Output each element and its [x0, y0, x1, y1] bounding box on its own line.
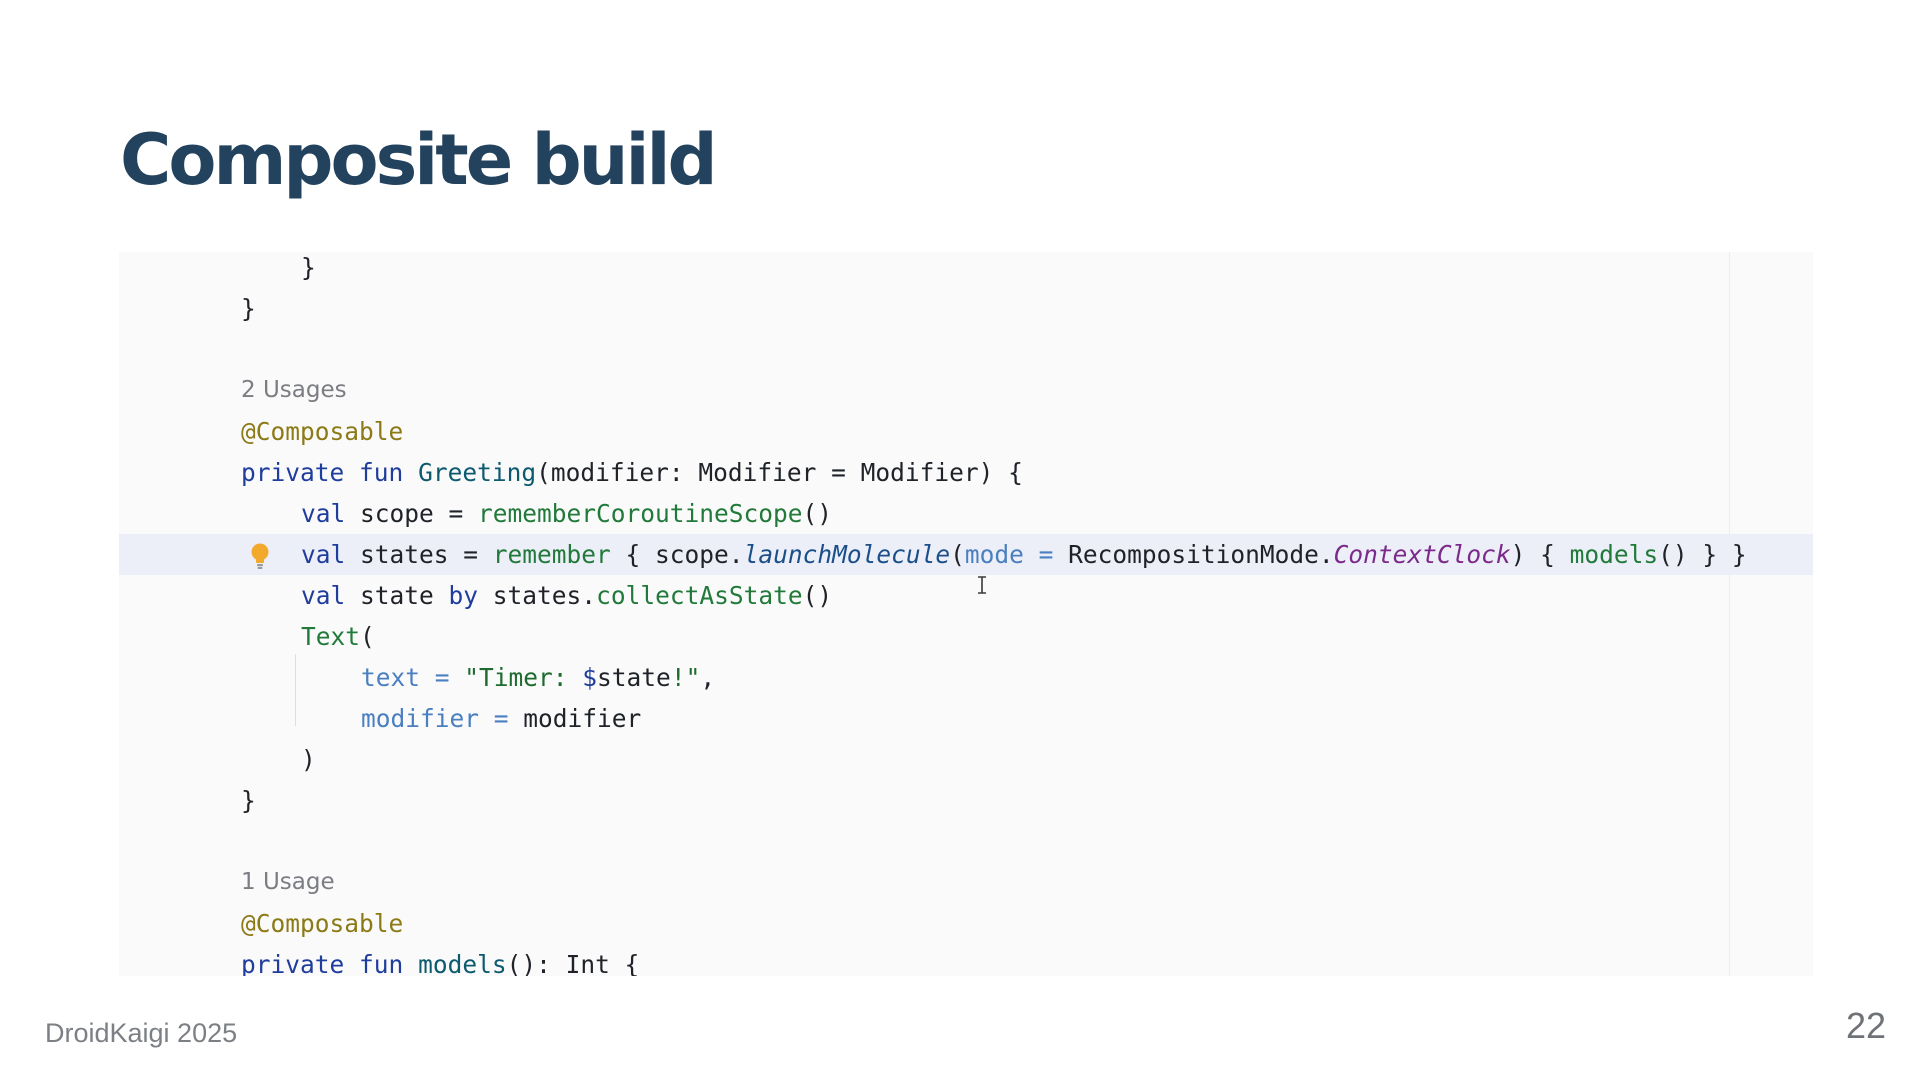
usages-hint[interactable]: 1 Usage: [241, 869, 335, 895]
code-line: }: [119, 252, 1813, 288]
template-sign: $: [582, 663, 598, 692]
code-text: RecompositionMode.: [1053, 540, 1334, 569]
closing-brace: }: [241, 294, 256, 323]
closing-brace: }: [301, 253, 316, 282]
indent-guide: [295, 654, 296, 726]
code-text: state: [345, 581, 449, 610]
code-text: (): [802, 499, 833, 528]
keyword: private: [241, 458, 345, 487]
named-argument: text =: [361, 663, 450, 692]
text-cursor-icon: [978, 576, 986, 594]
code-text: () } }: [1658, 540, 1747, 569]
footer-event-name: DroidKaigi 2025: [45, 1018, 238, 1048]
annotation: @Composable: [241, 909, 404, 938]
code-text: ) {: [1510, 540, 1570, 569]
code-line: }: [119, 288, 1813, 329]
function-call: Text: [301, 622, 361, 651]
function-call: rememberCoroutineScope: [478, 499, 803, 528]
closing-paren: ): [301, 745, 316, 774]
function-call: models: [1569, 540, 1659, 569]
code-line: val state by states.collectAsState(): [119, 575, 1813, 616]
code-text: modifier: [508, 704, 642, 733]
code-line: 1 Usage: [119, 862, 1813, 903]
code-line: modifier = modifier: [119, 698, 1813, 739]
named-argument: modifier =: [361, 704, 509, 733]
code-text: states.: [478, 581, 597, 610]
slide-title: Composite build: [120, 119, 718, 201]
page-number: 22: [1845, 1005, 1886, 1046]
code-text: scope =: [345, 499, 479, 528]
code-line: private fun Greeting(modifier: Modifier …: [119, 452, 1813, 493]
keyword: fun: [359, 458, 404, 487]
enum-constant: ContextClock: [1333, 540, 1511, 569]
function-name: models: [418, 950, 507, 976]
code-line: }: [119, 780, 1813, 821]
keyword: by: [448, 581, 479, 610]
usages-hint[interactable]: 2 Usages: [241, 377, 347, 403]
code-text: ,: [700, 663, 716, 692]
function-call: launchMolecule: [743, 540, 951, 569]
code-text: (modifier: Modifier = Modifier) {: [536, 458, 1023, 487]
code-line: @Composable: [119, 903, 1813, 944]
current-code-line: val states = remember { scope.launchMole…: [119, 534, 1813, 575]
code-text: states =: [345, 540, 493, 569]
code-line: val scope = rememberCoroutineScope(): [119, 493, 1813, 534]
named-argument: mode =: [964, 540, 1054, 569]
string-literal: !": [670, 663, 701, 692]
keyword: val: [301, 581, 346, 610]
code-text: state: [597, 663, 671, 692]
code-text: (): [802, 581, 833, 610]
annotation: @Composable: [241, 417, 404, 446]
code-line: Text(: [119, 616, 1813, 657]
keyword: val: [301, 540, 346, 569]
code-editor[interactable]: } } 2 Usages @Composable private fun Gre…: [119, 252, 1813, 976]
function-call: collectAsState: [596, 581, 803, 610]
code-text: { scope.: [610, 540, 744, 569]
function-name: Greeting: [418, 458, 537, 487]
closing-brace: }: [241, 786, 256, 815]
code-line: ): [119, 739, 1813, 780]
code-line: private fun models(): Int {: [119, 944, 1813, 976]
keyword: val: [301, 499, 346, 528]
code-line: @Composable: [119, 411, 1813, 594]
keyword: fun: [359, 950, 404, 976]
code-text: (: [360, 622, 375, 651]
keyword: private: [241, 950, 345, 976]
function-call: remember: [492, 540, 611, 569]
string-literal: "Timer:: [449, 663, 583, 692]
code-line: text = "Timer: $state!",: [119, 657, 1813, 698]
code-text: (: [950, 540, 965, 569]
lightbulb-icon[interactable]: [249, 542, 271, 570]
code-line: 2 Usages: [119, 370, 1813, 411]
right-margin-guide: [1729, 252, 1730, 976]
code-text: (): Int {: [506, 950, 640, 976]
